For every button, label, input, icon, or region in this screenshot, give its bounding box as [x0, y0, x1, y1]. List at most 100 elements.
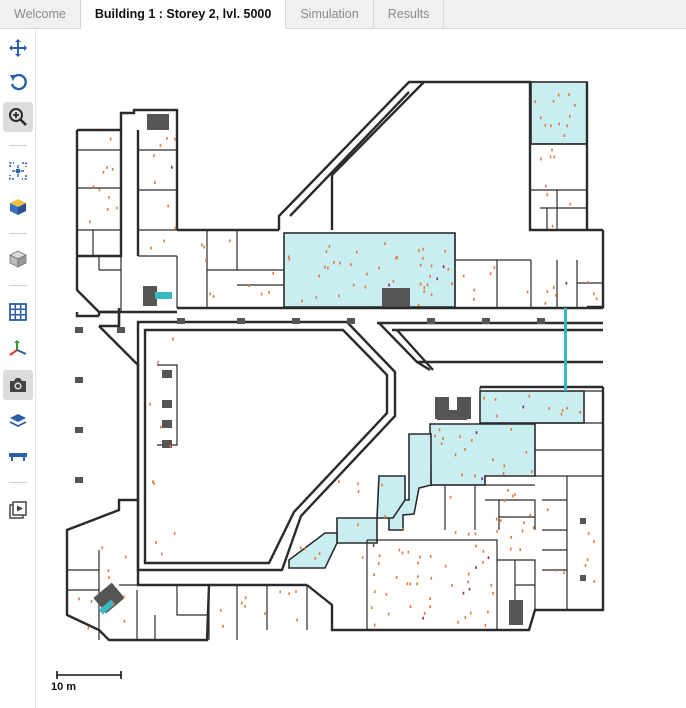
measure-tool-button[interactable]	[3, 441, 33, 471]
agent-marker	[473, 298, 475, 301]
agent-marker	[102, 170, 105, 174]
agent-marker	[554, 568, 557, 572]
3d-view-button[interactable]	[3, 192, 33, 222]
grid-toggle-button[interactable]	[3, 297, 33, 327]
tab-bar: Welcome Building 1 : Storey 2, lvl. 5000…	[0, 0, 686, 29]
agent-marker	[429, 274, 431, 278]
agent-marker	[540, 157, 542, 161]
fit-view-icon	[9, 162, 27, 180]
agent-marker	[315, 296, 318, 299]
agent-marker	[523, 521, 525, 525]
agent-marker	[240, 601, 243, 605]
agent-marker	[548, 406, 550, 410]
zoom-tool-button[interactable]	[3, 102, 33, 132]
layers-button[interactable]	[3, 406, 33, 436]
stair-cores	[93, 114, 523, 625]
agent-marker	[248, 284, 250, 287]
agent-marker	[532, 526, 535, 529]
agent-marker	[201, 243, 203, 247]
agent-marker	[373, 623, 376, 627]
agent-marker	[595, 297, 598, 301]
agent-marker	[108, 576, 110, 580]
agent-marker	[475, 566, 477, 569]
agent-marker	[407, 550, 410, 554]
toolbar-separator	[9, 285, 27, 286]
agent-marker	[381, 483, 383, 487]
agent-marker	[398, 548, 401, 552]
agent-marker	[566, 406, 569, 410]
camera-button[interactable]	[3, 370, 33, 400]
agent-marker	[160, 425, 162, 429]
floor-plan-drawing	[65, 80, 605, 642]
agent-marker	[357, 523, 359, 527]
layers-icon	[9, 414, 27, 428]
agent-marker	[314, 557, 317, 560]
agent-marker	[171, 165, 173, 169]
agent-marker	[373, 573, 375, 576]
agent-marker	[78, 597, 80, 601]
agent-marker	[357, 482, 359, 486]
agent-marker	[416, 582, 418, 586]
wireframe-view-button[interactable]	[3, 244, 33, 274]
tab-welcome[interactable]: Welcome	[0, 0, 81, 28]
agent-marker	[563, 134, 566, 137]
agent-marker	[551, 148, 553, 152]
agent-marker	[154, 181, 156, 184]
agent-marker	[423, 286, 426, 290]
agent-marker	[108, 196, 110, 199]
agent-marker	[125, 555, 127, 559]
agent-marker	[419, 282, 422, 286]
agent-marker	[372, 544, 375, 547]
agent-marker	[296, 618, 298, 622]
agent-marker	[438, 428, 441, 432]
agent-marker	[454, 531, 457, 534]
fit-view-button[interactable]	[3, 156, 33, 186]
simulation-agents	[78, 93, 598, 630]
agent-marker	[430, 576, 433, 580]
agent-marker	[402, 527, 405, 531]
floor-plan-canvas[interactable]	[37, 30, 686, 708]
axes-toggle-button[interactable]	[3, 334, 33, 364]
agent-marker	[90, 600, 93, 603]
agent-marker	[385, 593, 388, 596]
tab-simulation[interactable]: Simulation	[286, 0, 374, 28]
agent-marker	[444, 249, 446, 253]
camera-icon	[10, 378, 26, 392]
agent-marker	[172, 337, 174, 341]
agent-marker	[525, 451, 528, 454]
agent-marker	[442, 265, 445, 269]
rotate-tool-button[interactable]	[3, 67, 33, 97]
agent-marker	[511, 494, 514, 498]
agent-marker	[522, 405, 525, 409]
tab-results[interactable]: Results	[374, 0, 445, 28]
agent-marker	[442, 437, 444, 440]
agent-marker	[299, 546, 302, 550]
agent-marker	[123, 619, 126, 623]
agent-marker	[426, 283, 429, 287]
agent-marker	[467, 532, 470, 536]
agent-marker	[112, 602, 114, 606]
move-tool-button[interactable]	[3, 33, 33, 63]
agent-marker	[384, 515, 386, 518]
agent-marker	[468, 587, 471, 591]
agent-marker	[467, 572, 470, 576]
agent-marker	[244, 605, 246, 608]
agent-marker	[339, 261, 341, 265]
agent-marker	[462, 274, 465, 278]
agent-marker	[587, 281, 589, 284]
cube-outline-icon	[9, 250, 27, 268]
agent-marker	[301, 299, 303, 303]
agent-marker	[98, 188, 101, 192]
agent-marker	[166, 137, 168, 140]
tab-building-storey[interactable]: Building 1 : Storey 2, lvl. 5000	[80, 0, 287, 29]
agent-marker	[546, 290, 549, 293]
agent-marker	[566, 124, 568, 128]
playback-button[interactable]	[3, 495, 33, 525]
agent-marker	[558, 122, 560, 126]
agent-marker	[392, 280, 395, 283]
grid-icon	[9, 303, 27, 321]
agent-marker	[288, 257, 291, 261]
agent-marker	[550, 124, 552, 128]
agent-marker	[161, 552, 163, 556]
scale-label: 10 m	[51, 681, 77, 693]
